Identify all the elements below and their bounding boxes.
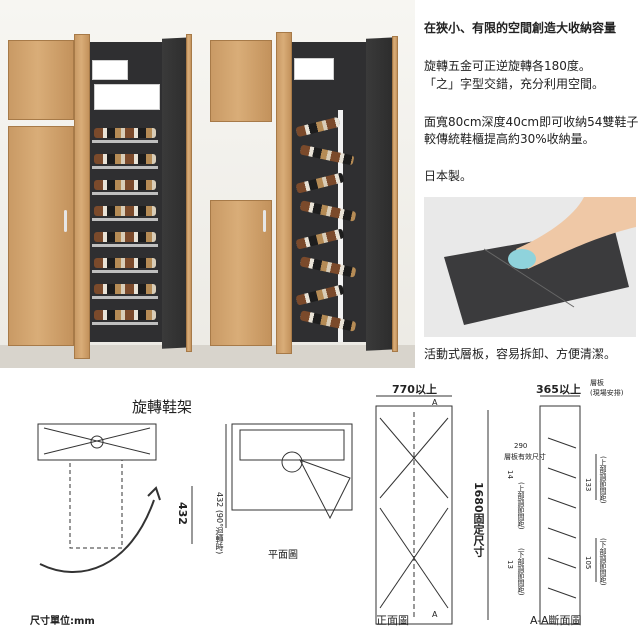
feature-improvement: 較傳統鞋櫃提高約30%收納量。: [424, 132, 595, 146]
front-view-drawing: [375, 395, 489, 625]
rack-outline: [37, 423, 157, 461]
shelf: [92, 322, 158, 325]
rotation-arrow: [39, 499, 155, 573]
rotating-pole: [338, 110, 343, 342]
front-frame: [375, 405, 453, 625]
dim-13-label: 13: [506, 560, 514, 569]
plan-rotated-shelf: [298, 459, 351, 520]
shelf: [92, 244, 158, 247]
rotation-arrowhead: [147, 486, 161, 501]
floor: [0, 345, 415, 368]
cleaning-photo-art: [444, 197, 636, 325]
right-cabinet-open-door-left: [276, 32, 292, 354]
plan-view-label: 平面圖: [268, 550, 298, 561]
cleaning-sponge: [508, 249, 536, 269]
left-cabinet-door-edge: [186, 34, 192, 352]
feature-capacity: 面寬80cm深度40cm即可收納54雙鞋子: [424, 115, 639, 129]
section-view-label: A-A斷面圖: [530, 614, 582, 627]
shoe-row: [94, 128, 156, 138]
dim-290-note: 層板有效尺寸: [504, 453, 546, 461]
product-photo: [0, 0, 415, 368]
plan-shelf: [239, 429, 345, 461]
left-cabinet-handle: [64, 210, 67, 232]
feature-zigzag: 「之」字型交錯，充分利用空間。: [424, 77, 605, 91]
shelf: [92, 166, 158, 169]
right-cabinet-lower-door: [210, 200, 272, 346]
rack-pivot: [90, 435, 104, 449]
dim-133-label: 133: [584, 478, 592, 492]
arm: [516, 197, 636, 269]
rack-brace: [43, 427, 151, 455]
unit-label: 尺寸單位:mm: [30, 616, 95, 627]
dim-432-note: 432 (90°迴轉時): [215, 492, 224, 555]
shelf-note-line2: (現場安排): [590, 389, 624, 397]
dim-14-label: 14: [506, 470, 514, 479]
storage-box-top: [92, 60, 128, 80]
shoe-row: [94, 258, 156, 268]
section-shelves: [547, 437, 577, 599]
dim-105-label: 105: [584, 556, 592, 570]
right-cabinet-door-edge: [392, 36, 398, 352]
shoe-row: [94, 310, 156, 320]
dim-105-note: (下部調節間距): [599, 538, 607, 586]
feature-rotation: 旋轉五金可正逆旋轉各180度。: [424, 59, 591, 73]
dim-14-note: (上部調節間距): [517, 482, 525, 530]
right-cabinet-upper-door: [210, 40, 272, 122]
front-hatch: [379, 417, 449, 499]
section-mark-bottom: A: [432, 610, 438, 619]
front-view-label: 正面圖: [376, 614, 409, 627]
rotary-rack-title: 旋轉鞋架: [132, 398, 193, 416]
right-cabinet-handle: [263, 210, 266, 232]
dim-13-note: (下部調節間距): [517, 548, 525, 596]
shoe-row: [94, 284, 156, 294]
dim-133-note: (上部調節間距): [599, 456, 607, 504]
front-width-label: 770以上: [392, 383, 437, 396]
plan-pivot: [281, 451, 303, 473]
rotary-rack-drawing: [37, 423, 193, 573]
removable-shelf-mat: [444, 227, 629, 325]
technical-drawings: [37, 395, 597, 625]
mat-seam: [483, 248, 575, 308]
shelf: [92, 218, 158, 221]
cleaning-photo: [424, 197, 636, 337]
feature-origin: 日本製。: [424, 169, 473, 183]
rack-rotated-outline: [69, 459, 123, 549]
shelf: [92, 192, 158, 195]
shelf: [92, 270, 158, 273]
left-cabinet-upper-doors: [8, 40, 74, 120]
shelf: [92, 140, 158, 143]
section-width-label: 365以上: [536, 383, 581, 396]
section-view-drawing: [539, 395, 597, 625]
shelf: [92, 296, 158, 299]
plan-frame: [231, 423, 353, 511]
left-cabinet-lower-doors: [8, 126, 74, 346]
left-cabinet-open-door-left: [74, 34, 90, 359]
section-frame: [539, 405, 581, 625]
cleaning-caption: 活動式層板，容易拆卸、方便清潔。: [424, 347, 617, 361]
dim-432-label: 432: [176, 502, 189, 525]
storage-box-top-right: [294, 58, 334, 80]
front-height-label: 1680固定尺寸: [472, 482, 485, 557]
feature-heading: 在狹小、有限的空間創造大收納容量: [424, 21, 617, 35]
shoe-row: [94, 180, 156, 190]
shoe-row: [94, 154, 156, 164]
shoe-row: [94, 206, 156, 216]
storage-box-mid: [94, 84, 160, 110]
shelf-note-line1: 層板: [590, 379, 604, 387]
section-mark-top: A: [432, 398, 438, 407]
plan-view-drawing: [225, 423, 353, 528]
dim-290-label: 290: [514, 442, 528, 450]
shoe-row: [94, 232, 156, 242]
